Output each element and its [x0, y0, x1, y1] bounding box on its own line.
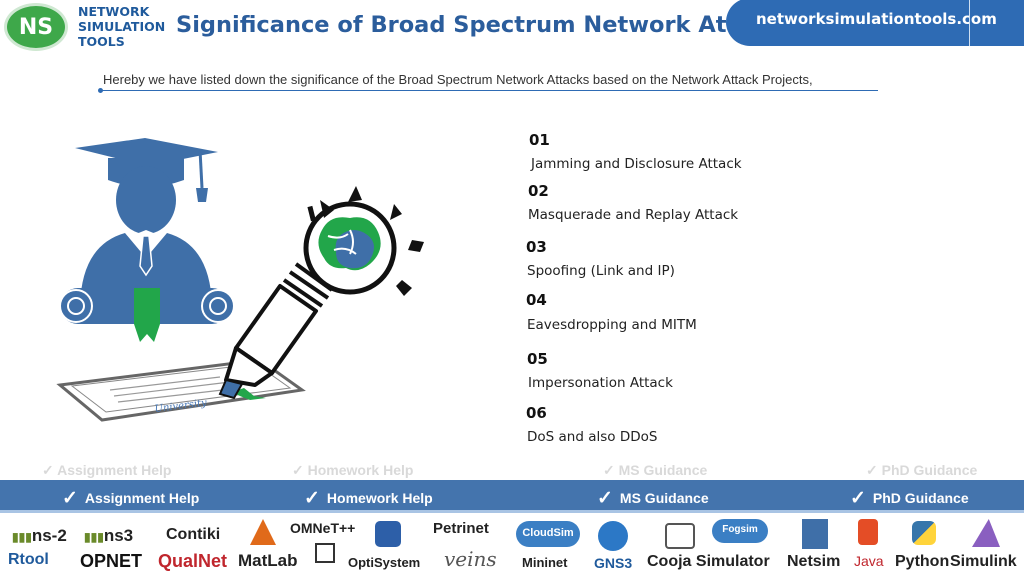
- page-title: Significance of Broad Spectrum Network A…: [176, 12, 795, 38]
- intro-text: Hereby we have listed down the significa…: [103, 72, 813, 87]
- tool-opnet: OPNET: [80, 551, 143, 571]
- tool-petrinet: Petrinet: [433, 520, 489, 537]
- cloud-icon: [712, 519, 768, 543]
- signal-icon: ▮▮▮: [12, 530, 32, 544]
- check-icon: ✓: [866, 462, 878, 478]
- check-icon: ✓: [42, 462, 54, 478]
- band-item-assignment[interactable]: ✓ Assignment Help: [62, 486, 199, 509]
- list-item-text: Masquerade and Replay Attack: [528, 207, 739, 223]
- scroll: [59, 288, 235, 342]
- divider: [969, 0, 970, 46]
- python-icon: [912, 521, 936, 545]
- reflection-text: Homework Help: [307, 462, 414, 478]
- tool-veins: veins: [444, 547, 497, 571]
- list-item-number: 02: [528, 182, 549, 200]
- list-item-text: Impersonation Attack: [528, 375, 673, 391]
- optisystem-icon: [375, 521, 401, 547]
- graduate-illustration: University: [56, 138, 424, 422]
- graduate-figure: [75, 138, 218, 305]
- band-item-homework[interactable]: ✓ Homework Help: [304, 486, 433, 509]
- logo-mark: NS: [4, 3, 68, 51]
- pen-icon: [218, 262, 334, 400]
- check-icon: ✓: [292, 462, 304, 478]
- tool-optisystem: OptiSystem: [348, 555, 421, 570]
- cloud-icon: [516, 521, 580, 547]
- reflection-text: PhD Guidance: [881, 462, 978, 478]
- gns3-icon: [598, 521, 628, 551]
- band-item-label: Assignment Help: [84, 490, 200, 506]
- tool-rtool: Rtool: [8, 551, 49, 568]
- tool-cooja: Cooja Simulator: [647, 553, 770, 570]
- check-icon: ✓: [597, 488, 613, 509]
- tool-matlab: MatLab: [238, 551, 298, 570]
- list-item-text: DoS and also DDoS: [527, 429, 658, 445]
- band-item-ms[interactable]: ✓ MS Guidance: [597, 486, 709, 509]
- tool-contiki: Contiki: [166, 526, 221, 543]
- signal-icon: ▮▮▮: [84, 530, 104, 544]
- netsim-icon: [802, 519, 828, 549]
- bullet-dot: [98, 88, 103, 93]
- lightbulb-icon: [303, 186, 424, 296]
- logo-text: NETWORK SIMULATION TOOLS: [78, 4, 178, 49]
- band-item-label: Homework Help: [326, 490, 433, 506]
- list-item-text: Spoofing (Link and IP): [527, 263, 675, 279]
- check-icon: ✓: [603, 462, 615, 478]
- list-item-number: 04: [526, 291, 547, 309]
- list-item-text: Eavesdropping and MITM: [527, 317, 697, 333]
- tool-fogsim: Fogsim: [722, 524, 758, 535]
- logo-line: TOOLS: [78, 34, 125, 49]
- cooja-network-icon: [665, 523, 695, 549]
- matlab-icon: [250, 519, 276, 545]
- check-icon: ✓: [850, 488, 866, 509]
- tool-qualnet: QualNet: [158, 551, 228, 571]
- optisystem-frame-icon: [315, 543, 335, 563]
- intro-underline: [100, 90, 878, 91]
- simulink-icon: [972, 519, 1000, 547]
- list-item-number: 05: [527, 350, 548, 368]
- tool-ns3: ▮▮▮ns3: [84, 526, 134, 545]
- tool-omnet: OMNeT++: [290, 520, 356, 536]
- band-item-label: MS Guidance: [619, 490, 709, 506]
- band-reflection: ✓ Assignment Help ✓ Homework Help ✓ MS G…: [0, 462, 1024, 480]
- check-icon: ✓: [62, 488, 78, 509]
- band-item-phd[interactable]: ✓ PhD Guidance: [850, 486, 969, 509]
- tool-java: Java: [854, 553, 884, 569]
- list-item-number: 06: [526, 404, 547, 422]
- list-item-number: 03: [526, 238, 547, 256]
- list-item-text: Jamming and Disclosure Attack: [531, 156, 742, 172]
- reflection-text: MS Guidance: [618, 462, 708, 478]
- logo-mark-text: NS: [18, 15, 54, 40]
- tool-ns2: ▮▮▮ns-2: [12, 526, 67, 545]
- services-band: ✓ Assignment Help ✓ Homework Help ✓ MS Guid…: [0, 480, 1024, 513]
- check-icon: ✓: [304, 488, 320, 509]
- tool-simulink: Simulink: [950, 553, 1017, 570]
- tool-cloudsim: CloudSim: [522, 527, 574, 539]
- list-item-number: 01: [529, 131, 550, 149]
- java-icon: [858, 519, 878, 545]
- site-url-link[interactable]: networksimulationtools.com: [756, 10, 997, 28]
- band-item-label: PhD Guidance: [872, 490, 969, 506]
- logo-line: SIMULATION: [78, 19, 166, 34]
- reflection-text: Assignment Help: [57, 462, 172, 478]
- logo-line: NETWORK: [78, 4, 150, 19]
- site-tab: [726, 0, 1024, 46]
- tool-netsim: Netsim: [787, 553, 841, 570]
- tool-python: Python: [895, 553, 950, 570]
- tool-gns3: GNS3: [594, 555, 633, 571]
- tool-logos: ▮▮▮ns-2 ▮▮▮ns3 Contiki OMNeT++ Petrinet …: [0, 513, 1024, 576]
- tool-mininet: Mininet: [522, 555, 568, 570]
